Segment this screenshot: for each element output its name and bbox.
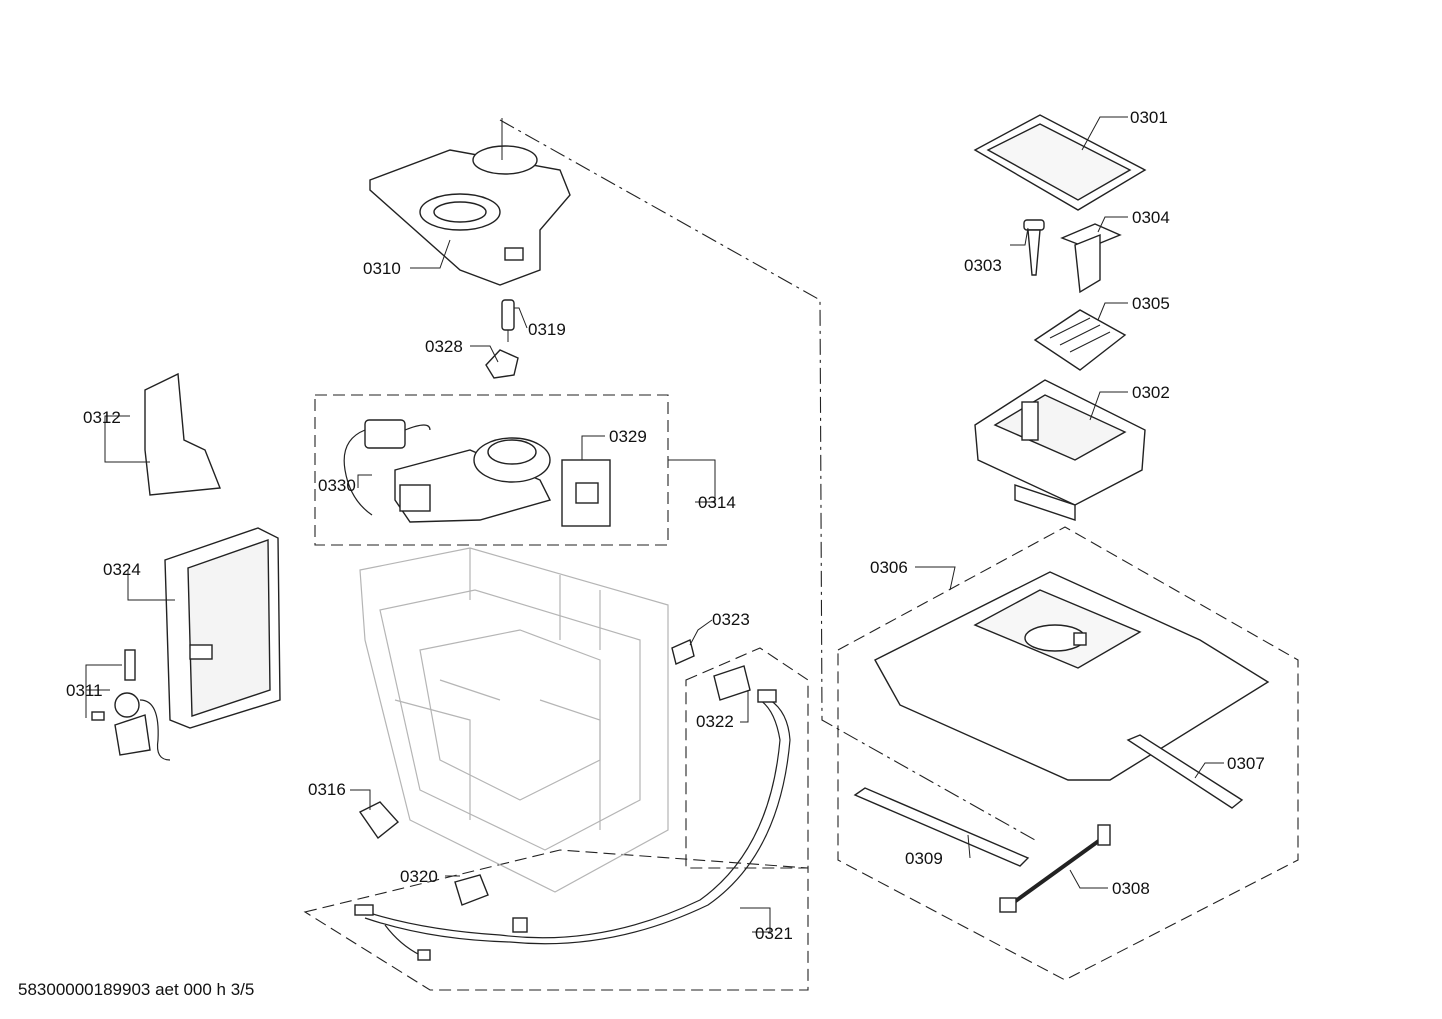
callout-0309: 0309 xyxy=(905,849,943,868)
part-0312-side-panel xyxy=(144,372,221,496)
group-box-0306 xyxy=(837,526,1299,981)
drawing-number-footer: 58300000189903 aet 000 h 3/5 xyxy=(18,980,255,999)
part-0301-lid xyxy=(973,114,1147,211)
callout-0319: 0319 xyxy=(528,320,566,339)
part-0322-plug xyxy=(713,665,751,701)
callout-0328: 0328 xyxy=(425,337,463,356)
callout-0322: 0322 xyxy=(696,712,734,731)
callout-0312: 0312 xyxy=(83,408,121,427)
callout-0305: 0305 xyxy=(1132,294,1170,313)
part-0302-hopper xyxy=(974,379,1146,521)
part-0304-cover xyxy=(1060,223,1122,294)
part-0309-rail xyxy=(853,787,1030,867)
group-box-0321 xyxy=(303,849,809,991)
group-box-0314 xyxy=(314,394,669,546)
callout-0301: 0301 xyxy=(1130,108,1168,127)
callout-0323: 0323 xyxy=(712,610,750,629)
callout-0314: 0314 xyxy=(698,493,736,512)
part-0306-top-panel xyxy=(874,571,1270,781)
callout-0310: 0310 xyxy=(363,259,401,278)
assembly-boundary-line xyxy=(499,119,1036,841)
part-0310-top-cover xyxy=(369,118,571,286)
callout-0316: 0316 xyxy=(308,780,346,799)
group-box-0322 xyxy=(685,647,809,869)
part-0330-sensor-coil xyxy=(343,419,431,516)
part-0329-plate xyxy=(561,459,611,527)
part-0305-grate xyxy=(1033,309,1127,371)
callout-0306: 0306 xyxy=(870,558,908,577)
leader-lines xyxy=(85,116,1224,933)
callout-0329: 0329 xyxy=(609,427,647,446)
part-0324-control-board xyxy=(164,527,281,729)
part-0319-spindle xyxy=(501,299,515,342)
callout-0330: 0330 xyxy=(318,476,356,495)
callout-0307: 0307 xyxy=(1227,754,1265,773)
part-0308-rod xyxy=(999,824,1111,913)
part-0316-sensor-board xyxy=(358,801,400,840)
part-0311-motor xyxy=(91,649,171,761)
part-0320-connector xyxy=(454,874,489,906)
callout-0321: 0321 xyxy=(755,924,793,943)
callout-0320: 0320 xyxy=(400,867,438,886)
callout-0304: 0304 xyxy=(1132,208,1170,227)
part-0307-rail xyxy=(1126,734,1244,809)
callout-0308: 0308 xyxy=(1112,879,1150,898)
part-0303-key xyxy=(1023,219,1045,276)
part-grinder-motor xyxy=(394,437,552,523)
callout-0324: 0324 xyxy=(103,560,141,579)
callout-0311: 0311 xyxy=(66,681,103,700)
part-0321-cable-harness xyxy=(354,689,791,961)
part-0328-clip xyxy=(485,349,519,379)
callout-0302: 0302 xyxy=(1132,383,1170,402)
housing-frame-ghost xyxy=(359,547,669,893)
callout-0303: 0303 xyxy=(964,256,1002,275)
part-0323-bracket xyxy=(671,639,695,665)
